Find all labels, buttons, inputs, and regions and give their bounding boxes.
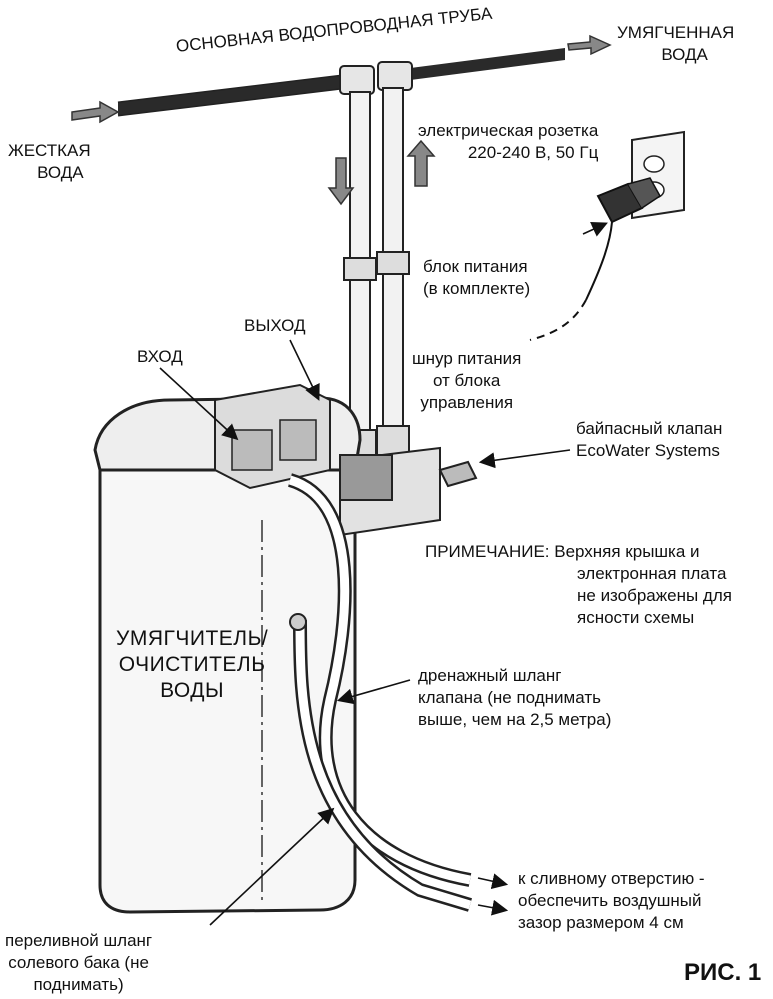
softener-label: УМЯГЧИТЕЛЬ/ ОЧИСТИТЕЛЬ ВОДЫ [116, 626, 268, 704]
power-unit-label-line-2: (в комплекте) [423, 279, 531, 298]
drain-hose-label-line-1: дренажный шланг [418, 666, 562, 685]
soft-water-label-line-1: УМЯГЧЕННАЯ [617, 23, 735, 42]
soft-water-label: УМЯГЧЕННАЯ ВОДА [617, 22, 734, 66]
overflow-hose-label: переливной шланг солевого бака (не подни… [5, 930, 152, 996]
drain-hose-label-line-2: клапана (не поднимать [418, 688, 601, 707]
bypass-valve [339, 446, 478, 537]
note-label-line-2: электронная плата [577, 564, 727, 583]
control-valve [214, 383, 331, 490]
overflow-hose-label-line-2: солевого бака (не [8, 953, 149, 972]
outlet-label: ВЫХОД [244, 316, 306, 335]
drain-outlet-label-line-1: к сливному отверстию - [518, 869, 705, 888]
outlet-socket-label-line-2: 220-240 В, 50 Гц [467, 143, 599, 162]
hard-water-label-line-2: ВОДА [37, 163, 84, 182]
overflow-hose-label-line-1: переливной шланг [5, 931, 153, 950]
flow-arrows [71, 34, 612, 206]
drain-outlet-label: к сливному отверстию - обеспечить воздуш… [518, 868, 705, 934]
power-cord-label-line-1: шнур питания [412, 349, 522, 368]
bypass-valve-label: байпасный клапан EcoWater Systems [576, 418, 722, 462]
outlet-socket-label: электрическая розетка 220-240 В, 50 Гц [418, 120, 598, 164]
power-unit-label: блок питания (в комплекте) [423, 256, 530, 300]
leader-lines [159, 222, 608, 926]
figure-label: РИС. 1 [684, 959, 762, 986]
note-label-line-3: не изображены для [577, 586, 732, 605]
note-label: ПРИМЕЧАНИЕ: Верхняя крышка и электронная… [425, 541, 732, 629]
softener-label-line-1: УМЯГЧИТЕЛЬ/ [116, 627, 269, 650]
hoses [287, 473, 473, 912]
power-cord-label: шнур питания от блока управления [412, 348, 521, 414]
power-cord-label-line-2: от блока [432, 371, 501, 390]
note-label-line-1: ПРИМЕЧАНИЕ: Верхняя крышка и [425, 542, 700, 561]
bypass-valve-label-line-1: байпасный клапан [576, 419, 723, 438]
drain-outlet-label-line-2: обеспечить воздушный [518, 891, 702, 910]
overflow-hose-label-line-3: поднимать) [33, 975, 124, 994]
soft-water-label-line-2: ВОДА [661, 45, 708, 64]
inlet-label: ВХОД [137, 347, 183, 366]
outlet-socket-label-line-1: электрическая розетка [418, 121, 599, 140]
main-pipe [117, 48, 565, 117]
softener-label-line-3: ВОДЫ [160, 679, 225, 702]
drain-hose-label: дренажный шланг клапана (не поднимать вы… [418, 665, 611, 731]
bypass-valve-label-line-2: EcoWater Systems [576, 441, 720, 460]
softener-label-line-2: ОЧИСТИТЕЛЬ [118, 653, 266, 676]
note-label-line-4: ясности схемы [577, 608, 695, 627]
power-unit-label-line-1: блок питания [423, 257, 528, 276]
hard-water-label: ЖЕСТКАЯ ВОДА [8, 140, 91, 184]
drain-outlet-label-line-3: зазор размером 4 см [518, 913, 684, 932]
power-supply [529, 177, 661, 341]
drain-hose-label-line-3: выше, чем на 2,5 метра) [418, 710, 612, 729]
power-cord-label-line-3: управления [420, 393, 514, 412]
hard-water-label-line-1: ЖЕСТКАЯ [8, 141, 91, 160]
